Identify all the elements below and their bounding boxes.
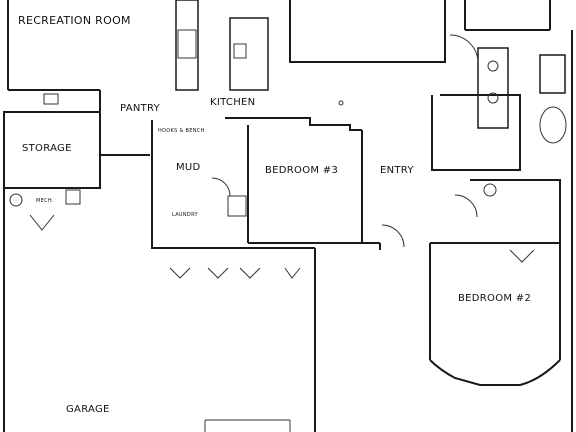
bedroom2-bay-window bbox=[430, 360, 560, 385]
wall bbox=[432, 95, 440, 170]
room-label-pantry: PANTRY bbox=[120, 103, 161, 114]
fixture-label-hooks-bench: HOOKS & BENCH bbox=[158, 128, 205, 134]
wall bbox=[225, 118, 362, 130]
bathtub bbox=[540, 107, 566, 143]
door-swing bbox=[510, 250, 534, 262]
wall bbox=[152, 120, 248, 248]
door-swing bbox=[455, 195, 477, 217]
bath-tub bbox=[540, 55, 565, 93]
door-swing bbox=[170, 268, 190, 278]
sink bbox=[488, 61, 498, 71]
laundry-machine bbox=[228, 196, 246, 216]
room-label-storage: STORAGE bbox=[22, 143, 72, 154]
door-swing bbox=[30, 215, 54, 230]
door-swing bbox=[208, 268, 228, 278]
room-label-bedroom-2: BEDROOM #2 bbox=[458, 293, 532, 304]
island-sink bbox=[234, 44, 246, 58]
kitchen-island bbox=[230, 18, 268, 90]
sink bbox=[484, 184, 496, 196]
room-label-recreation-room: RECREATION ROOM bbox=[18, 14, 131, 27]
room-label-kitchen: KITCHEN bbox=[210, 97, 256, 108]
door-swing bbox=[382, 225, 404, 247]
wall bbox=[470, 180, 560, 250]
room-label-entry: ENTRY bbox=[380, 165, 414, 176]
door-swing bbox=[240, 268, 260, 278]
cooktop bbox=[178, 30, 196, 58]
door-swing bbox=[285, 268, 300, 278]
water-heater bbox=[10, 194, 22, 206]
room-label-garage: GARAGE bbox=[66, 404, 110, 415]
kitchen-counter bbox=[176, 0, 198, 90]
room-label-laundry: LAUNDRY bbox=[172, 212, 198, 218]
ceiling-light bbox=[339, 101, 343, 105]
mech-unit bbox=[66, 190, 80, 204]
wall bbox=[4, 112, 100, 188]
wall bbox=[290, 0, 445, 62]
room-label-bedroom-3: BEDROOM #3 bbox=[265, 165, 339, 176]
storage-sink bbox=[44, 94, 58, 104]
wall bbox=[440, 95, 520, 170]
bath-vanity bbox=[478, 48, 508, 128]
door-swing bbox=[212, 178, 230, 196]
room-label-mech: MECH. bbox=[36, 198, 54, 204]
sink bbox=[488, 93, 498, 103]
room-label-mud: MUD bbox=[176, 162, 201, 173]
door-swing bbox=[450, 35, 478, 63]
